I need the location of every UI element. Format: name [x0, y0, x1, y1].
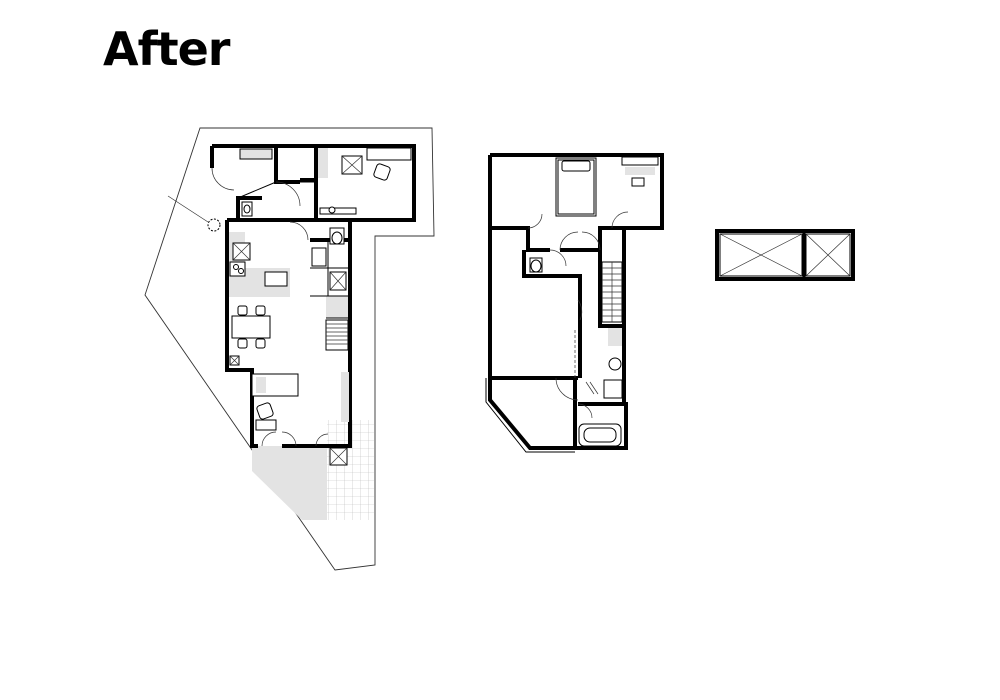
first-floor-plan: [144, 127, 435, 571]
roof-void-right: [805, 233, 851, 277]
second-floor-walls: [488, 153, 664, 450]
office-chair: [373, 163, 391, 181]
upper-washbasin: [608, 357, 622, 371]
utility-sink: [311, 247, 327, 267]
living-furniture: [251, 372, 349, 431]
tree-icon: [207, 218, 221, 232]
roof-void-left: [719, 233, 803, 277]
kitchen-sink: [264, 271, 288, 287]
shoe-cabinet: [240, 149, 272, 159]
dining-set: [231, 305, 271, 349]
bathtub: [578, 423, 622, 447]
first-floor-stairs: [325, 319, 349, 351]
roof-outline: [715, 229, 855, 281]
page-title: After: [103, 22, 230, 76]
second-floor-stairs: [601, 261, 623, 323]
washbasin: [241, 201, 253, 217]
terrace-area: [252, 446, 327, 520]
second-floor-plan: [485, 153, 664, 453]
bed: [555, 157, 597, 217]
desk-upper: [621, 156, 659, 166]
upper-washer: [603, 379, 623, 399]
office-desk: [366, 147, 412, 161]
roof-floor-plan: [715, 229, 855, 281]
site-boundary: [144, 127, 435, 571]
